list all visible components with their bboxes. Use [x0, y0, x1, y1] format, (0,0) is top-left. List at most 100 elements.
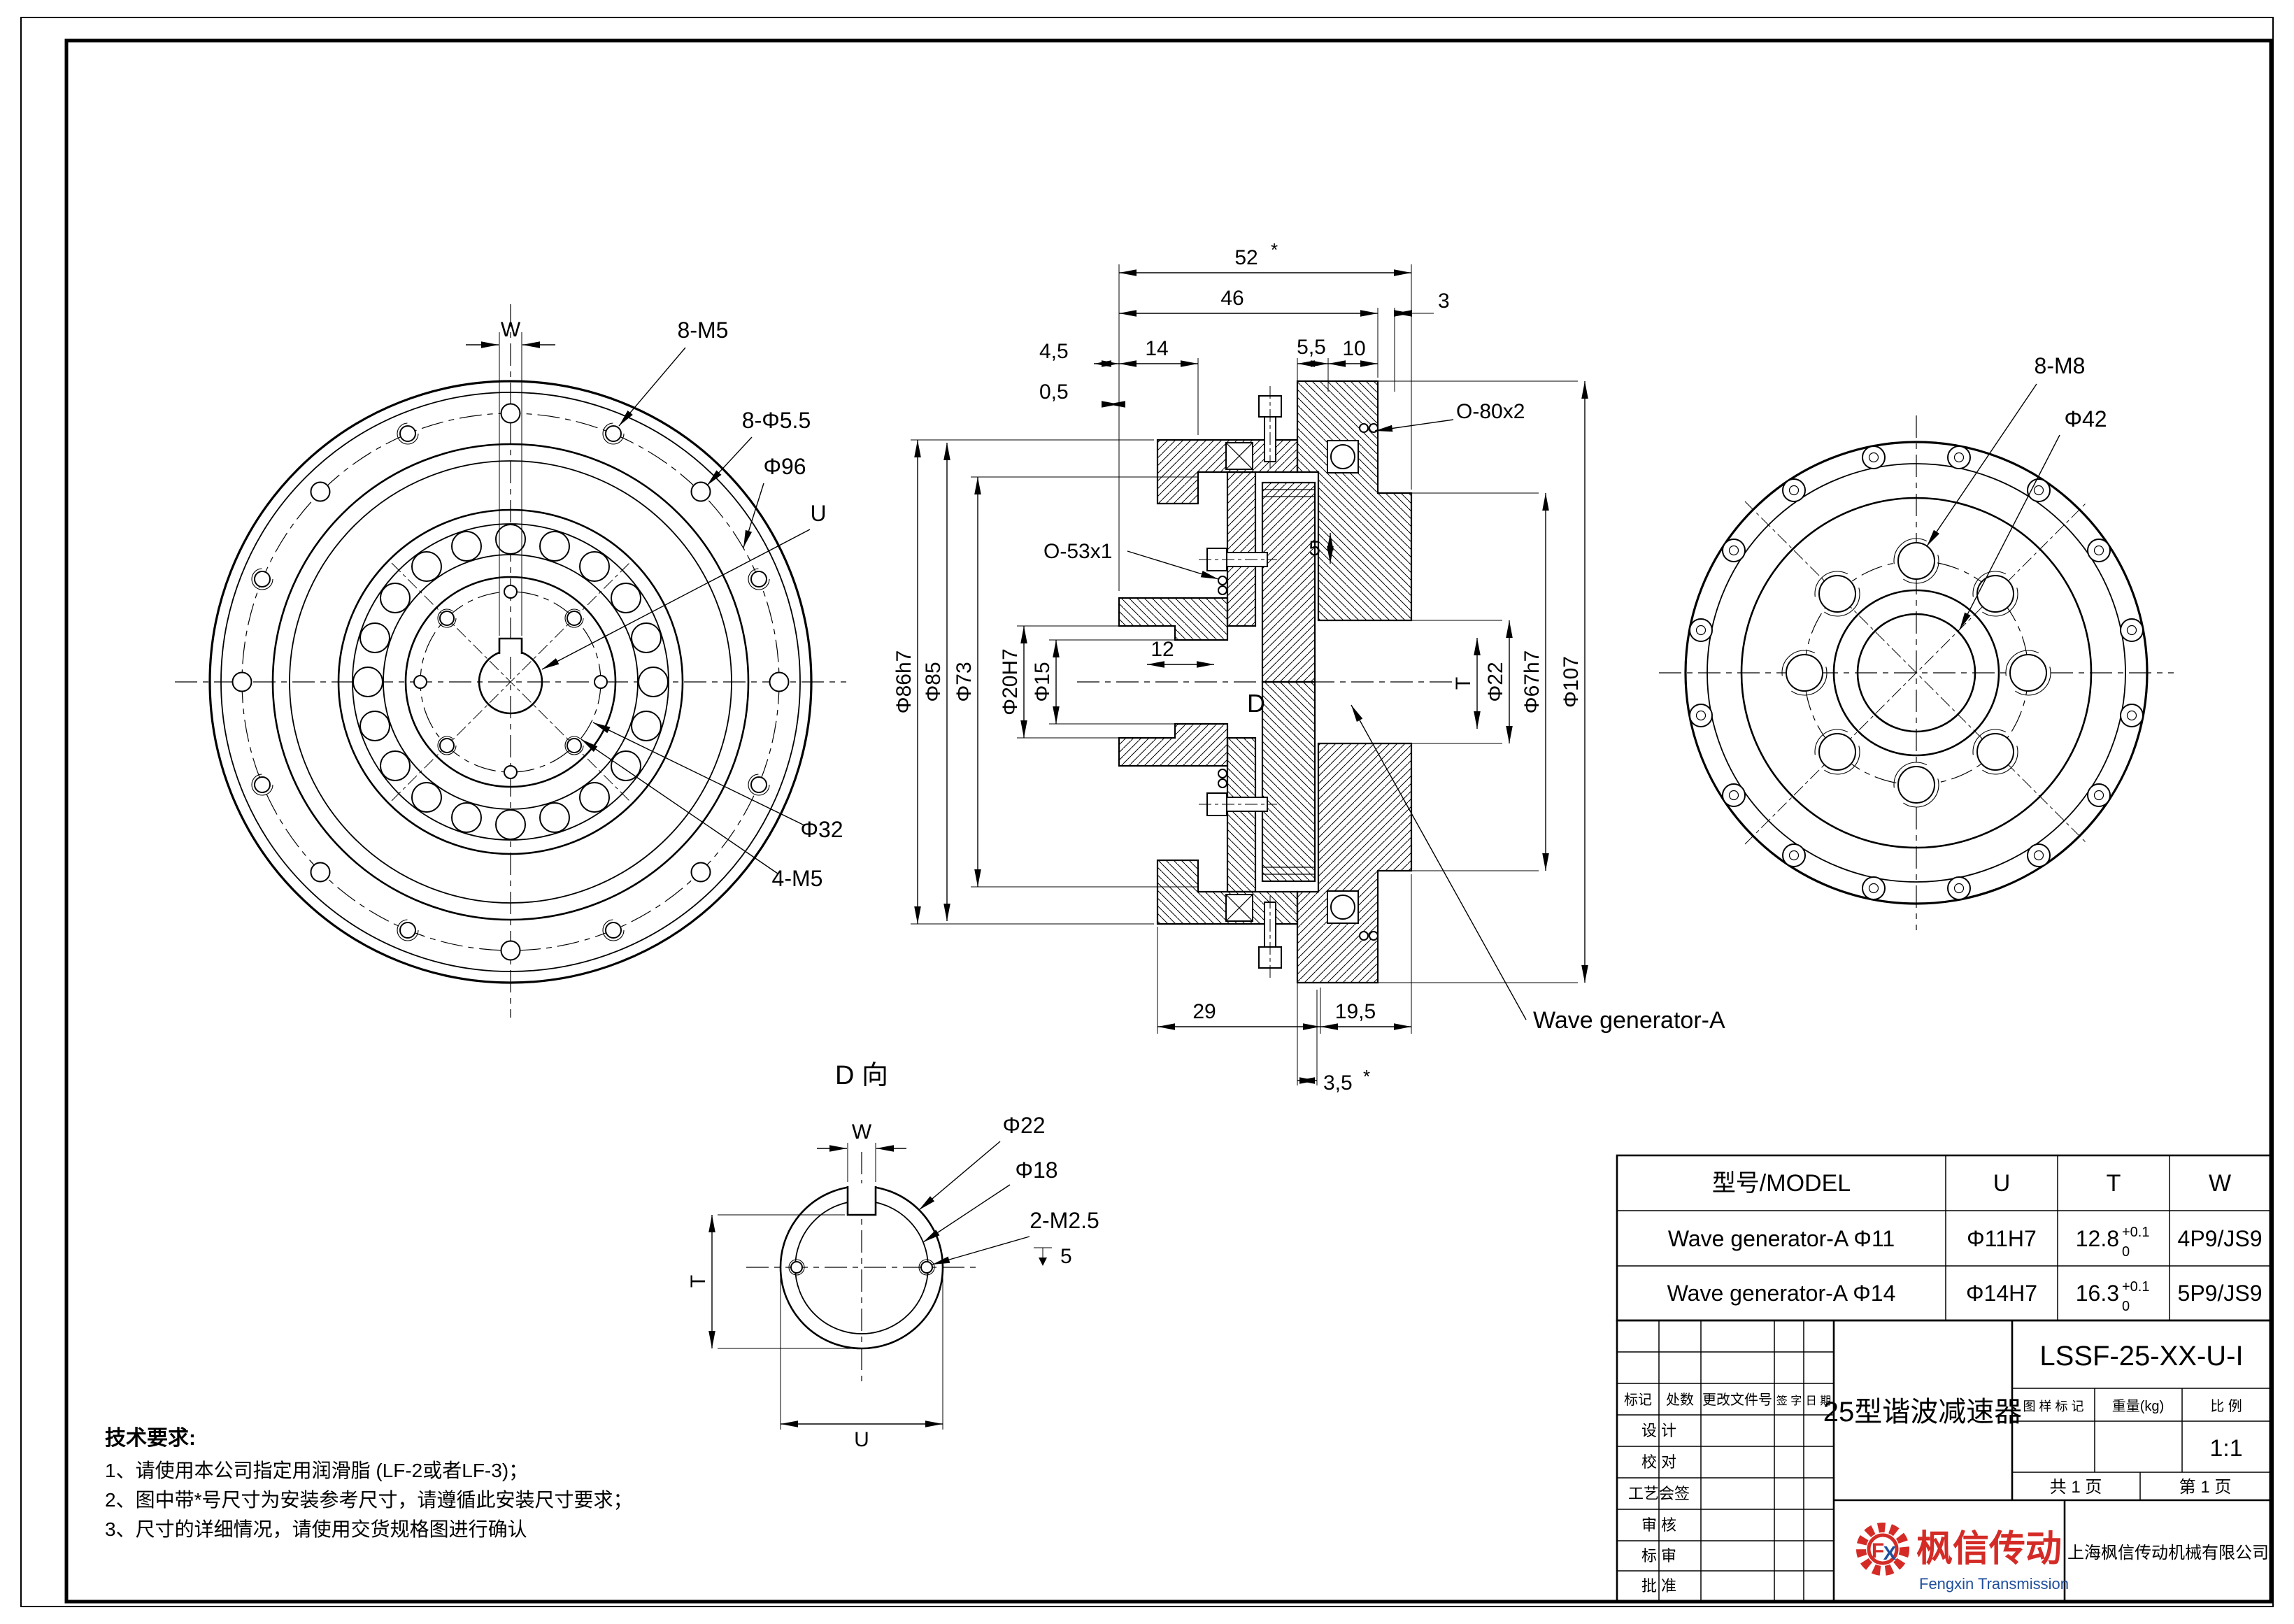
role-process: 工艺会签 — [1628, 1485, 1690, 1502]
label-8-d5.5: 8-Φ5.5 — [742, 408, 811, 433]
dim-d107: Φ107 — [1560, 656, 1583, 708]
brand-logo: F X 枫信传动 Fengxin Transmission — [1856, 1523, 2069, 1593]
dim-46: 46 — [1220, 287, 1244, 310]
detail-dim-u: U — [854, 1428, 869, 1451]
drawing-info: LSSF-25-XX-U-I 图 样 标 记 重量(kg) 比 例 1:1 共 … — [2012, 1341, 2271, 1500]
rev-header-doc: 更改文件号 — [1702, 1392, 1772, 1408]
logo-letter-x: X — [1883, 1542, 1897, 1564]
label-d42: Φ42 — [2064, 406, 2107, 432]
output-bore — [1856, 613, 1976, 733]
keyway-slot — [846, 1186, 877, 1216]
company-name: 上海枫信传动机械有限公司 — [2067, 1544, 2269, 1562]
rev-header-sign: 签 字 — [1776, 1395, 1802, 1407]
dim-d85: Φ85 — [922, 662, 945, 701]
tech-line-2: 2、图中带*号尺寸为安装参考尺寸，请遵循此安装尺寸要求； — [105, 1489, 632, 1511]
dim-3-5-star: * — [1363, 1066, 1370, 1087]
dim-d20h7: Φ20H7 — [999, 648, 1022, 715]
oring-53 — [1218, 576, 1227, 585]
housing-od — [1684, 441, 2149, 905]
dim-t: T — [1452, 677, 1475, 690]
flange-od — [208, 380, 813, 984]
spec-r1-t: 12.8 — [2076, 1226, 2119, 1251]
dim-w: W — [466, 318, 555, 636]
spec-header-w: W — [2209, 1170, 2231, 1197]
detail-label-d18: Φ18 — [1015, 1158, 1057, 1183]
role-approve: 批 准 — [1641, 1577, 1676, 1595]
label-u: U — [810, 501, 826, 526]
detail-d-title: D 向 — [835, 1061, 888, 1090]
scale-value: 1:1 — [2209, 1435, 2242, 1462]
role-design: 设 计 — [1641, 1422, 1676, 1439]
dim-5-5: 5,5 — [1297, 336, 1326, 359]
dim-d22: Φ22 — [1484, 662, 1507, 701]
m2-5-holes — [788, 1259, 935, 1276]
dim-d15: Φ15 — [1031, 662, 1054, 701]
spec-header-model: 型号/MODEL — [1712, 1170, 1851, 1197]
logo-letter-f: F — [1872, 1539, 1884, 1562]
dim-52-star: * — [1271, 239, 1278, 260]
revision-grid: 标记 处数 更改文件号 签 字 日 期 设 计 校 对 工艺会签 审 核 标 审… — [1617, 1320, 1835, 1602]
spec-r1-model: Wave generator-A Φ11 — [1668, 1226, 1895, 1251]
role-audit: 审 核 — [1641, 1516, 1676, 1534]
tech-line-3: 3、尺寸的详细情况，请使用交货规格图进行确认 — [105, 1518, 527, 1540]
role-check: 校 对 — [1641, 1453, 1676, 1471]
spec-header-u: U — [1993, 1170, 2011, 1197]
tech-title: 技术要求: — [105, 1427, 196, 1450]
tech-requirements: 技术要求: 1、请使用本公司指定用润滑脂 (LF-2或者LF-3)； 2、图中带… — [105, 1427, 632, 1540]
spec-r1-t-upper-tol: +0.1 — [2122, 1225, 2149, 1240]
label-d96: Φ96 — [763, 454, 806, 479]
front-view: W 8-M5 8-Φ5.5 Φ96 U Φ32 4-M5 — [175, 304, 846, 1018]
flexspline-web — [1226, 471, 1257, 627]
dim-3: 3 — [1438, 290, 1450, 313]
dim-10: 10 — [1342, 337, 1365, 360]
keyway — [498, 637, 523, 654]
section-view: 52 * 46 3 4,5 14 5,5 10 0,5 O-80x2 O-53x… — [892, 239, 1725, 1095]
dim-29: 29 — [1192, 1000, 1216, 1023]
drawing-number: LSSF-25-XX-U-I — [2039, 1341, 2243, 1372]
section-extension-lines — [911, 264, 1578, 1085]
spec-table: 型号/MODEL U T W Wave generator-A Φ11 Φ11H… — [1616, 1154, 2272, 1322]
label-8-m8: 8-M8 — [2035, 353, 2086, 378]
output-view: 8-M8 Φ42 — [1659, 353, 2174, 930]
spec-r2-w: 5P9/JS9 — [2178, 1281, 2263, 1306]
tech-line-1: 1、请使用本公司指定用润滑脂 (LF-2或者LF-3)； — [105, 1460, 528, 1481]
spec-r1-w: 4P9/JS9 — [2178, 1226, 2263, 1251]
detail-dim-w: W — [852, 1120, 872, 1144]
dim-0-5: 0,5 — [1039, 380, 1069, 404]
label-d32: Φ32 — [800, 817, 843, 842]
spec-r2-t-upper-tol: +0.1 — [2122, 1279, 2149, 1295]
spec-header-t: T — [2107, 1170, 2121, 1197]
label-4-m5: 4-M5 — [772, 866, 823, 891]
dim-3-5: 3,5 — [1323, 1071, 1353, 1095]
label-oring-53: O-53x1 — [1043, 540, 1112, 563]
role-standard: 标 审 — [1641, 1547, 1676, 1565]
input-hub — [1118, 597, 1229, 641]
label-weight: 重量(kg) — [2112, 1398, 2164, 1414]
dim-19-5: 19,5 — [1335, 1000, 1376, 1023]
part-name: 25型谐波减速器 — [1823, 1397, 2023, 1427]
label-oring-80: O-80x2 — [1456, 400, 1525, 423]
detail-label-d22: Φ22 — [1002, 1113, 1045, 1138]
page-number: 第 1 页 — [2179, 1478, 2232, 1497]
gear-icon — [1856, 1523, 1909, 1576]
rev-header-count: 处数 — [1666, 1392, 1694, 1408]
label-8-m5: 8-M5 — [678, 318, 729, 343]
rev-header-date: 日 期 — [1806, 1395, 1831, 1407]
brand-name-cn: 枫信传动 — [1916, 1529, 2062, 1569]
detail-depth-5: 5 — [1060, 1245, 1072, 1268]
dim-5: 5 — [1309, 537, 1320, 560]
spec-r2-model: Wave generator-A Φ14 — [1667, 1281, 1896, 1306]
rev-header-mark: 标记 — [1624, 1392, 1652, 1408]
detail-dim-t: T — [687, 1275, 710, 1288]
label-sample-mark: 图 样 标 记 — [2023, 1399, 2083, 1413]
label-w: W — [501, 318, 521, 341]
spec-r1-u: Φ11H7 — [1967, 1226, 2037, 1251]
centerline-diag2 — [391, 562, 630, 802]
detail-d-view: D 向 W Φ22 Φ18 2-M2.5 5 T — [687, 1061, 1099, 1451]
dim-52: 52 — [1234, 246, 1258, 269]
title-block: 标记 处数 更改文件号 签 字 日 期 设 计 校 对 工艺会签 审 核 标 审… — [1616, 1319, 2272, 1603]
pages-total: 共 1 页 — [2050, 1478, 2102, 1497]
wave-generator-disc — [1261, 481, 1316, 683]
